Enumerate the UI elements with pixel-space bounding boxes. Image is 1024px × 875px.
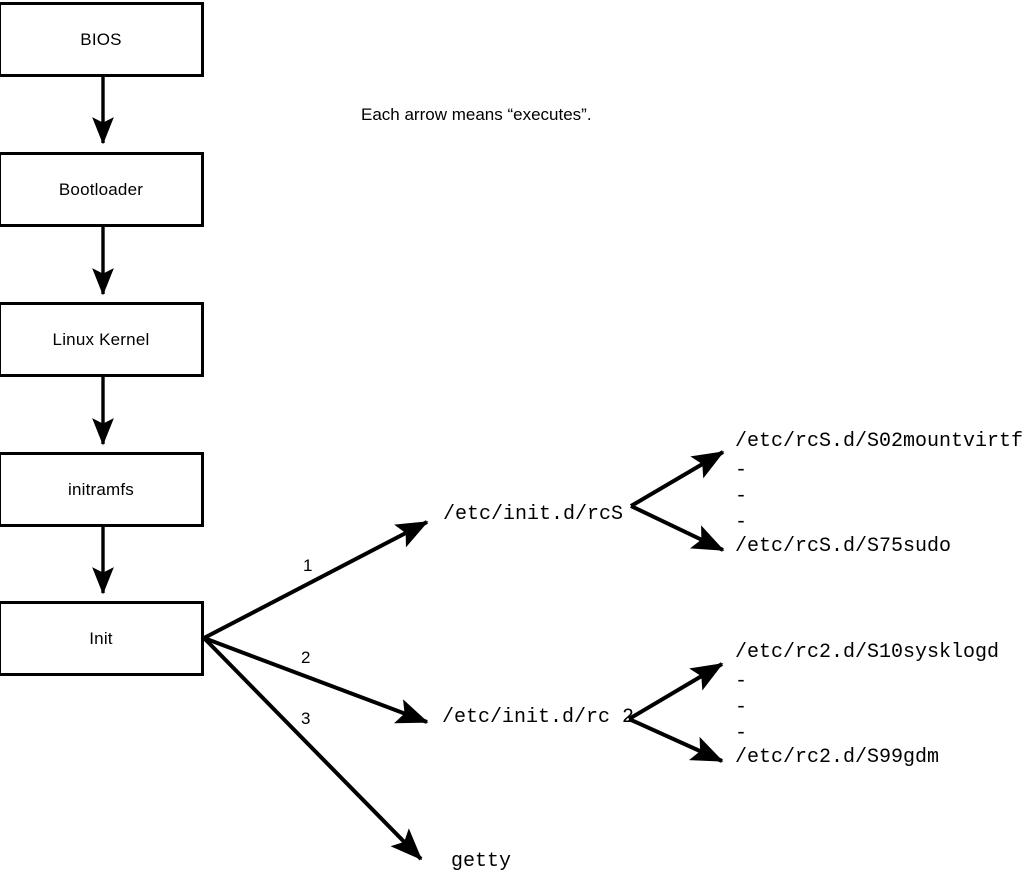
branch-arrow-rc2-to-first-script (627, 662, 724, 721)
node-label-rc2-last-script[interactable]: /etc/rc2.d/S99gdm (735, 746, 940, 769)
node-label-rcs-first-script[interactable]: /etc/rcS.d/S02mountvirtfs (735, 430, 1024, 453)
node-box-linux-kernel[interactable]: Linux Kernel (0, 302, 204, 377)
branch-number-1: 1 (303, 556, 313, 575)
node-label-initramfs: initramfs (67, 479, 135, 499)
branch-arrow-rcs-to-last-script (630, 504, 725, 552)
branch-number-2: 2 (301, 648, 311, 667)
node-label-bios: BIOS (80, 29, 122, 49)
node-box-bootloader[interactable]: Bootloader (0, 152, 204, 227)
branch-arrow-rcs-to-first-script (629, 450, 725, 508)
rcs-separator-3: - (735, 511, 748, 534)
rc2-separator-3: - (735, 722, 748, 745)
branch-arrow-3-init-to-getty (202, 636, 423, 861)
node-box-initramfs[interactable]: initramfs (0, 452, 204, 527)
rcs-separator-2: - (735, 485, 748, 508)
node-label-etc-init-d-rc2[interactable]: /etc/init.d/rc 2 (442, 706, 635, 729)
node-label-getty[interactable]: getty (451, 850, 512, 873)
node-label-bootloader: Bootloader (58, 179, 144, 199)
rc2-separator-2: - (735, 696, 748, 719)
rcs-separator-1: - (735, 459, 748, 482)
branch-arrow-1-init-to-rcs (203, 520, 429, 640)
node-label-linux-kernel: Linux Kernel (52, 329, 150, 349)
branch-number-3: 3 (301, 709, 311, 728)
branch-arrow-rc2-to-last-script (628, 717, 724, 763)
rc2-separator-1: - (735, 670, 748, 693)
branch-arrow-2-init-to-rc2 (203, 636, 429, 724)
legend-note: Each arrow means “executes”. (361, 105, 592, 124)
node-label-init: Init (89, 628, 113, 648)
node-box-bios[interactable]: BIOS (0, 2, 204, 77)
node-box-init[interactable]: Init (0, 601, 204, 676)
node-label-rc2-first-script[interactable]: /etc/rc2.d/S10sysklogd (735, 641, 1000, 664)
node-label-etc-init-d-rcs[interactable]: /etc/init.d/rcS (443, 503, 624, 526)
node-label-rcs-last-script[interactable]: /etc/rcS.d/S75sudo (735, 535, 952, 558)
